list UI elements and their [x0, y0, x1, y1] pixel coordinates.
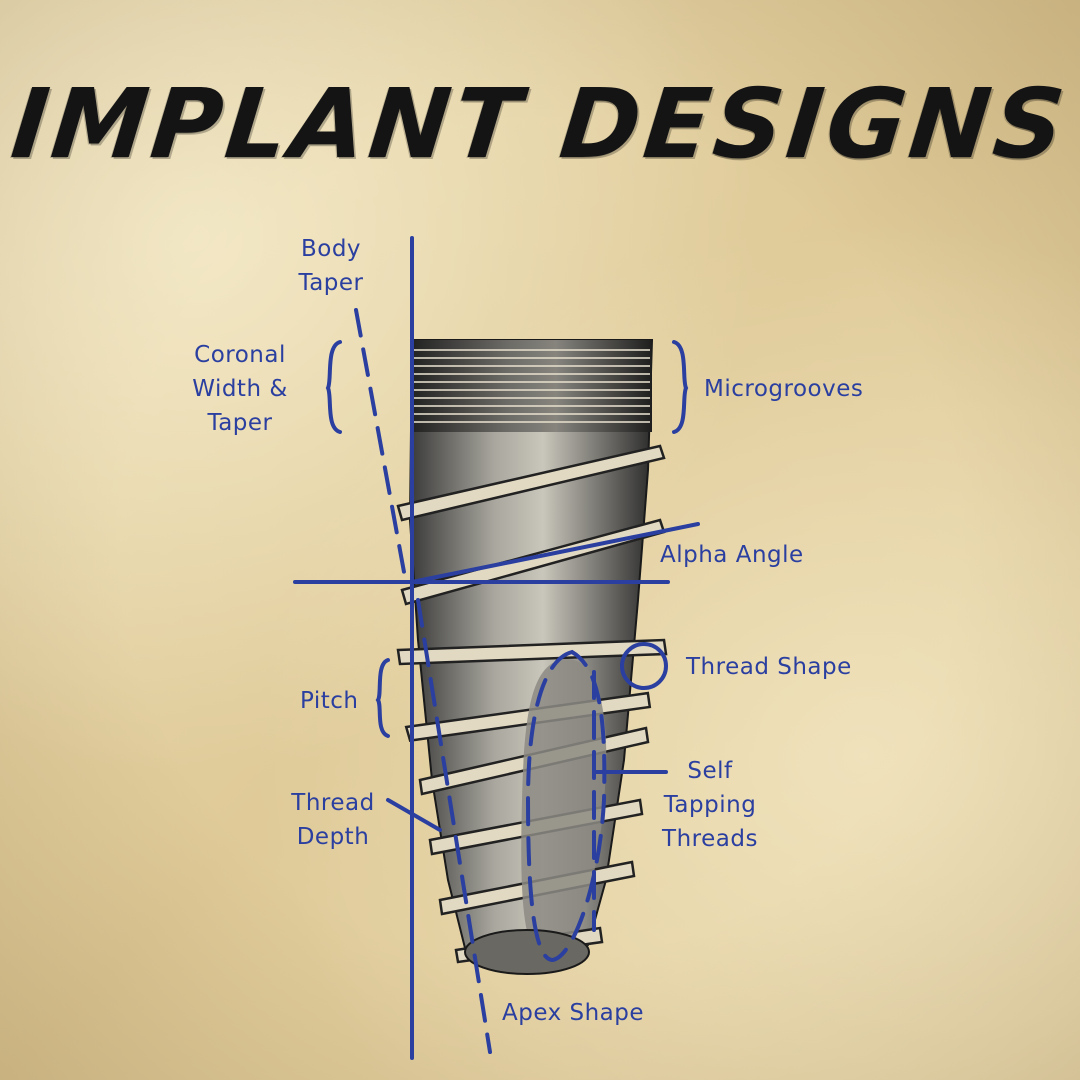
label-pitch: Pitch [300, 688, 359, 714]
pitch-brace [375, 658, 390, 738]
body-taper-line [354, 308, 406, 574]
annotation-lines [293, 236, 700, 1060]
self-tapping-groove [521, 659, 607, 962]
self-tapping-outline [525, 649, 607, 963]
label-apex-shape: Apex Shape [502, 1000, 645, 1026]
label-thread-depth: Thread Depth [291, 790, 375, 850]
label-self-tapping-threads: Self Tapping Threads [662, 758, 758, 852]
label-coronal-width-taper: Coronal Width & Taper [192, 342, 288, 436]
microgroove-collar [412, 340, 652, 432]
label-alpha-angle: Alpha Angle [660, 542, 804, 568]
thread-depth-line [416, 598, 492, 1054]
thread-shape-circle [620, 642, 668, 690]
thread-depth-pointer [386, 798, 442, 832]
label-thread-shape: Thread Shape [686, 654, 852, 680]
coronal-brace [325, 340, 342, 434]
alpha-angle-line [410, 522, 700, 584]
label-body-taper: Body Taper [298, 236, 364, 296]
label-microgrooves: Microgrooves [704, 376, 864, 402]
apex-tip [464, 929, 590, 975]
microgrooves-brace [672, 340, 689, 434]
microgroove-lines [414, 349, 650, 423]
